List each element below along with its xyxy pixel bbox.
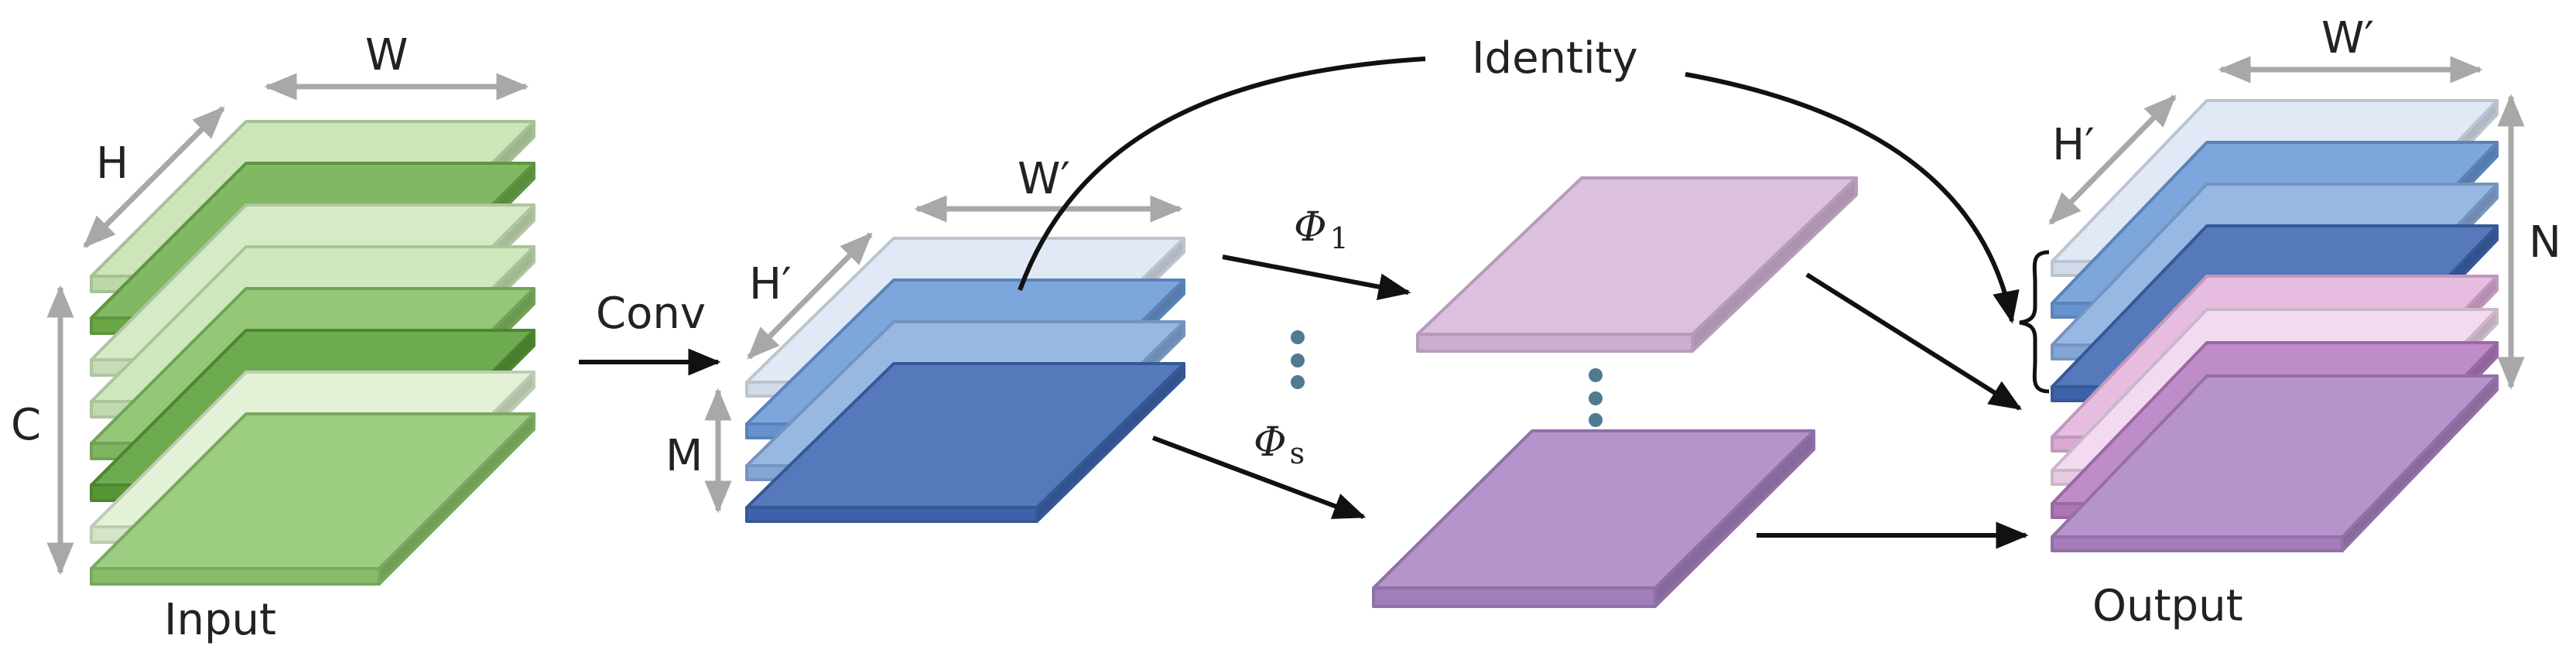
input-height-label: H — [96, 138, 129, 189]
conv-label: Conv — [596, 289, 706, 339]
intrinsic-feature-stack — [745, 237, 1185, 523]
out-h-arrow — [2048, 94, 2177, 225]
phi-1-arrow — [1222, 255, 1411, 300]
output-caption: Output — [2092, 581, 2243, 631]
identity-arrow-left — [1018, 56, 1426, 292]
phi-s-arrow — [1151, 436, 1367, 519]
input-h-arrow — [83, 106, 225, 248]
slab-front-face — [1416, 333, 1694, 353]
output-n-label: N — [2529, 217, 2561, 268]
mid-h-arrow — [747, 232, 873, 360]
output-feature-stack — [2051, 99, 2499, 552]
input-channels-label: C — [11, 400, 42, 450]
layer-slab — [745, 362, 1185, 523]
slab-front-face — [1372, 586, 1657, 608]
ghost-map-phi-1 — [1416, 176, 1858, 353]
input-width-label: W — [365, 30, 409, 80]
dot — [1291, 375, 1305, 389]
slab-front-face — [745, 506, 1038, 523]
slab-top-face — [90, 412, 535, 570]
input-feature-stack — [90, 120, 535, 586]
mid-width-label: W′ — [1018, 154, 1071, 204]
mid-height-label: H′ — [749, 259, 792, 309]
dot — [1589, 368, 1603, 382]
slab-top-face — [745, 362, 1185, 509]
flow-arrows — [579, 56, 2050, 549]
dimension-arrows — [46, 56, 2525, 576]
dot — [1589, 391, 1603, 405]
identity-label: Identity — [1472, 33, 1638, 84]
dot — [1589, 413, 1603, 427]
slab-front-face — [90, 567, 381, 586]
slab-top-face — [1416, 176, 1858, 336]
input-caption: Input — [164, 595, 277, 645]
layer-slab — [90, 412, 535, 586]
mid-m-label: M — [665, 431, 703, 481]
output-brace — [2019, 250, 2050, 394]
phi1-to-output-arrow — [1805, 272, 2022, 411]
slab-top-face — [2051, 374, 2499, 538]
layer-slab — [1416, 176, 1858, 353]
dot — [1291, 354, 1305, 367]
identity-arrow-right — [1685, 72, 2020, 324]
output-height-label: H′ — [2052, 120, 2095, 170]
dot — [1291, 330, 1305, 344]
ghost-map-phi-s — [1372, 429, 1815, 608]
slab-top-face — [1372, 429, 1815, 589]
layer-slab — [1372, 429, 1815, 608]
output-width-label: W′ — [2321, 13, 2375, 63]
layer-slab — [2051, 374, 2499, 552]
ellipsis-dots — [1291, 330, 1603, 427]
slab-front-face — [2051, 535, 2344, 552]
